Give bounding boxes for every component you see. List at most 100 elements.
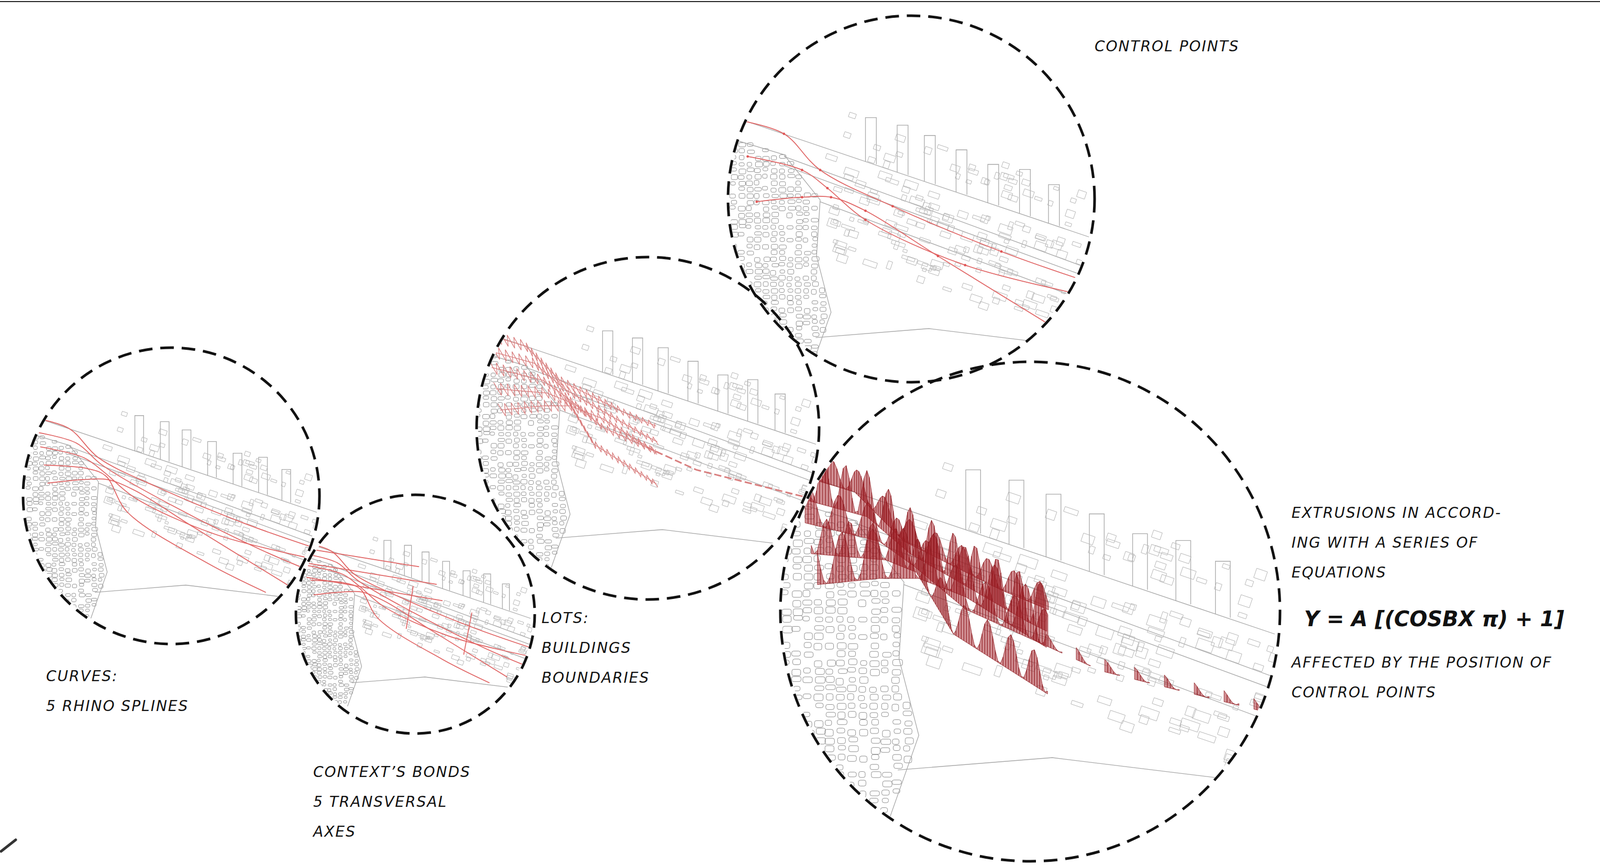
map-stroke (506, 462, 513, 467)
map-stroke (108, 497, 113, 501)
map-stroke (52, 477, 58, 481)
map-stroke (221, 517, 230, 526)
map-stroke (801, 399, 811, 408)
map-stroke (79, 491, 85, 495)
map-stroke (39, 456, 46, 460)
map-stroke (317, 631, 323, 635)
map-stroke (416, 590, 422, 595)
map-stroke (581, 344, 590, 351)
map-stroke (45, 547, 51, 553)
map-stroke (72, 568, 77, 573)
map-stroke (475, 515, 480, 520)
map-stroke (236, 559, 244, 567)
map-stroke (537, 426, 544, 431)
map-stroke (461, 603, 466, 608)
map-stroke (505, 468, 511, 473)
map-stroke (754, 281, 761, 287)
map-stroke (516, 592, 521, 597)
map-stroke (246, 469, 253, 475)
map-stroke (302, 548, 419, 568)
map-stroke (65, 557, 71, 562)
map-stroke (91, 543, 96, 547)
map-stroke (296, 659, 301, 663)
map-stroke (796, 219, 803, 224)
map-stroke (282, 566, 291, 574)
map-stroke (552, 414, 558, 418)
map-stroke (656, 410, 665, 418)
map-stroke (521, 528, 528, 533)
map-stroke (39, 477, 46, 481)
map-stroke (26, 553, 32, 557)
circle-ground (295, 494, 535, 734)
map-stroke (311, 622, 316, 626)
map-stroke (25, 486, 30, 490)
map-stroke (26, 558, 32, 564)
map-stroke (323, 696, 327, 700)
map-stroke (754, 232, 762, 236)
map-stroke (389, 557, 395, 562)
map-stroke (69, 446, 317, 538)
map-stroke (482, 461, 489, 466)
map-stroke (746, 326, 753, 331)
map-stroke (45, 456, 51, 460)
map-stroke (260, 561, 273, 571)
map-stroke (322, 626, 327, 630)
map-stroke (507, 625, 516, 633)
map-stroke (338, 692, 344, 695)
map-stroke (354, 655, 359, 658)
map-stroke (482, 456, 489, 460)
map-stroke (519, 677, 526, 682)
map-stroke (312, 631, 316, 635)
map-stroke (338, 655, 342, 658)
map-lines (25, 414, 317, 622)
map-stroke (505, 510, 512, 515)
map-stroke (65, 461, 71, 466)
map-stroke (551, 473, 557, 479)
map-stroke (344, 634, 348, 637)
map-stroke (537, 503, 543, 508)
map-stroke (348, 687, 353, 690)
map-stroke (45, 563, 51, 568)
map-stroke (747, 237, 754, 242)
map-stroke (338, 626, 343, 630)
map-stroke (810, 452, 815, 458)
map-stroke (491, 378, 499, 382)
map-stroke (45, 507, 52, 511)
map-stroke (521, 521, 529, 526)
map-stroke (505, 498, 513, 502)
map-stroke (349, 626, 353, 630)
map-stroke (58, 543, 65, 547)
map-stroke (355, 667, 359, 671)
map-stroke (316, 667, 322, 671)
map-stroke (45, 511, 51, 516)
map-stroke (730, 371, 737, 375)
map-stroke (514, 420, 521, 425)
map-stroke (770, 334, 776, 338)
map-stroke (795, 365, 800, 370)
map-stroke (36, 432, 310, 571)
map-stroke (202, 453, 212, 460)
map-stroke (180, 483, 189, 490)
map-stroke (328, 574, 332, 577)
map-stroke (483, 557, 489, 562)
map-stroke (513, 492, 521, 497)
map-stroke (545, 510, 551, 516)
map-stroke (103, 496, 114, 506)
map-stroke (707, 462, 713, 469)
map-stroke (285, 470, 291, 475)
map-stroke (746, 262, 752, 267)
map-view (25, 411, 322, 624)
map-stroke (804, 251, 811, 256)
map-stroke (750, 398, 762, 407)
map-stroke (296, 656, 301, 660)
map-stroke (32, 492, 38, 497)
map-stroke (307, 589, 312, 593)
map-stroke (32, 497, 39, 502)
map-stroke (737, 294, 745, 299)
map-stroke (730, 288, 737, 293)
map-stroke (333, 619, 338, 622)
map-stroke (38, 492, 44, 496)
map-stroke (537, 527, 543, 532)
red-overlay (480, 326, 816, 501)
map-stroke (301, 585, 306, 588)
